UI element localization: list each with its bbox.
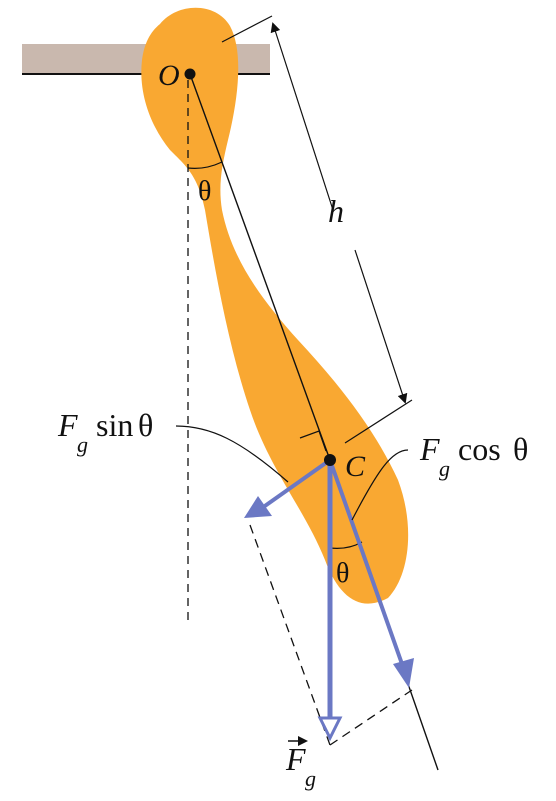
svg-text:F: F	[57, 407, 78, 443]
label-pivot-o: O	[158, 59, 180, 92]
label-angle-bottom: θ	[336, 558, 349, 589]
leader-line-sin	[175, 425, 289, 483]
svg-text:g: g	[77, 432, 88, 457]
angle-arc-top	[187, 161, 223, 169]
force-component-cos-arrowhead	[393, 658, 414, 688]
label-angle-top: θ	[198, 176, 211, 207]
label-distance-h: h	[328, 193, 344, 229]
rigid-body	[141, 7, 409, 604]
dimension-tick-bottom	[344, 399, 413, 444]
svg-text:θ: θ	[513, 431, 528, 467]
label-force-cos-component: F g cos θ	[419, 431, 528, 481]
force-component-sin-arrow	[260, 458, 332, 510]
svg-text:cos: cos	[458, 431, 501, 467]
dashed-construction-left	[249, 524, 331, 746]
dimension-tick-top	[221, 15, 273, 43]
svg-text:g: g	[439, 456, 450, 481]
line-o-to-c	[189, 73, 331, 461]
leader-line-cos	[351, 449, 409, 521]
dashed-construction-bottom	[329, 689, 413, 746]
gravity-force-arrowhead	[317, 716, 343, 742]
svg-text:sin: sin	[96, 407, 133, 443]
right-angle-marker	[299, 430, 327, 452]
dimension-arrow-h-down	[354, 249, 408, 404]
center-of-mass-point	[324, 454, 336, 466]
pivot-point	[184, 68, 196, 80]
label-center-c: C	[345, 450, 366, 483]
force-component-sin-arrowhead	[244, 496, 272, 518]
label-gravity-force: F g	[285, 736, 316, 791]
dimension-arrow-h-up	[270, 22, 334, 211]
force-component-cos-arrow	[328, 459, 404, 665]
svg-text:θ: θ	[138, 407, 153, 443]
label-force-sin-component: F g sin θ	[57, 407, 153, 457]
svg-text:F: F	[285, 741, 306, 777]
svg-text:F: F	[419, 431, 440, 467]
svg-text:g: g	[305, 766, 316, 791]
